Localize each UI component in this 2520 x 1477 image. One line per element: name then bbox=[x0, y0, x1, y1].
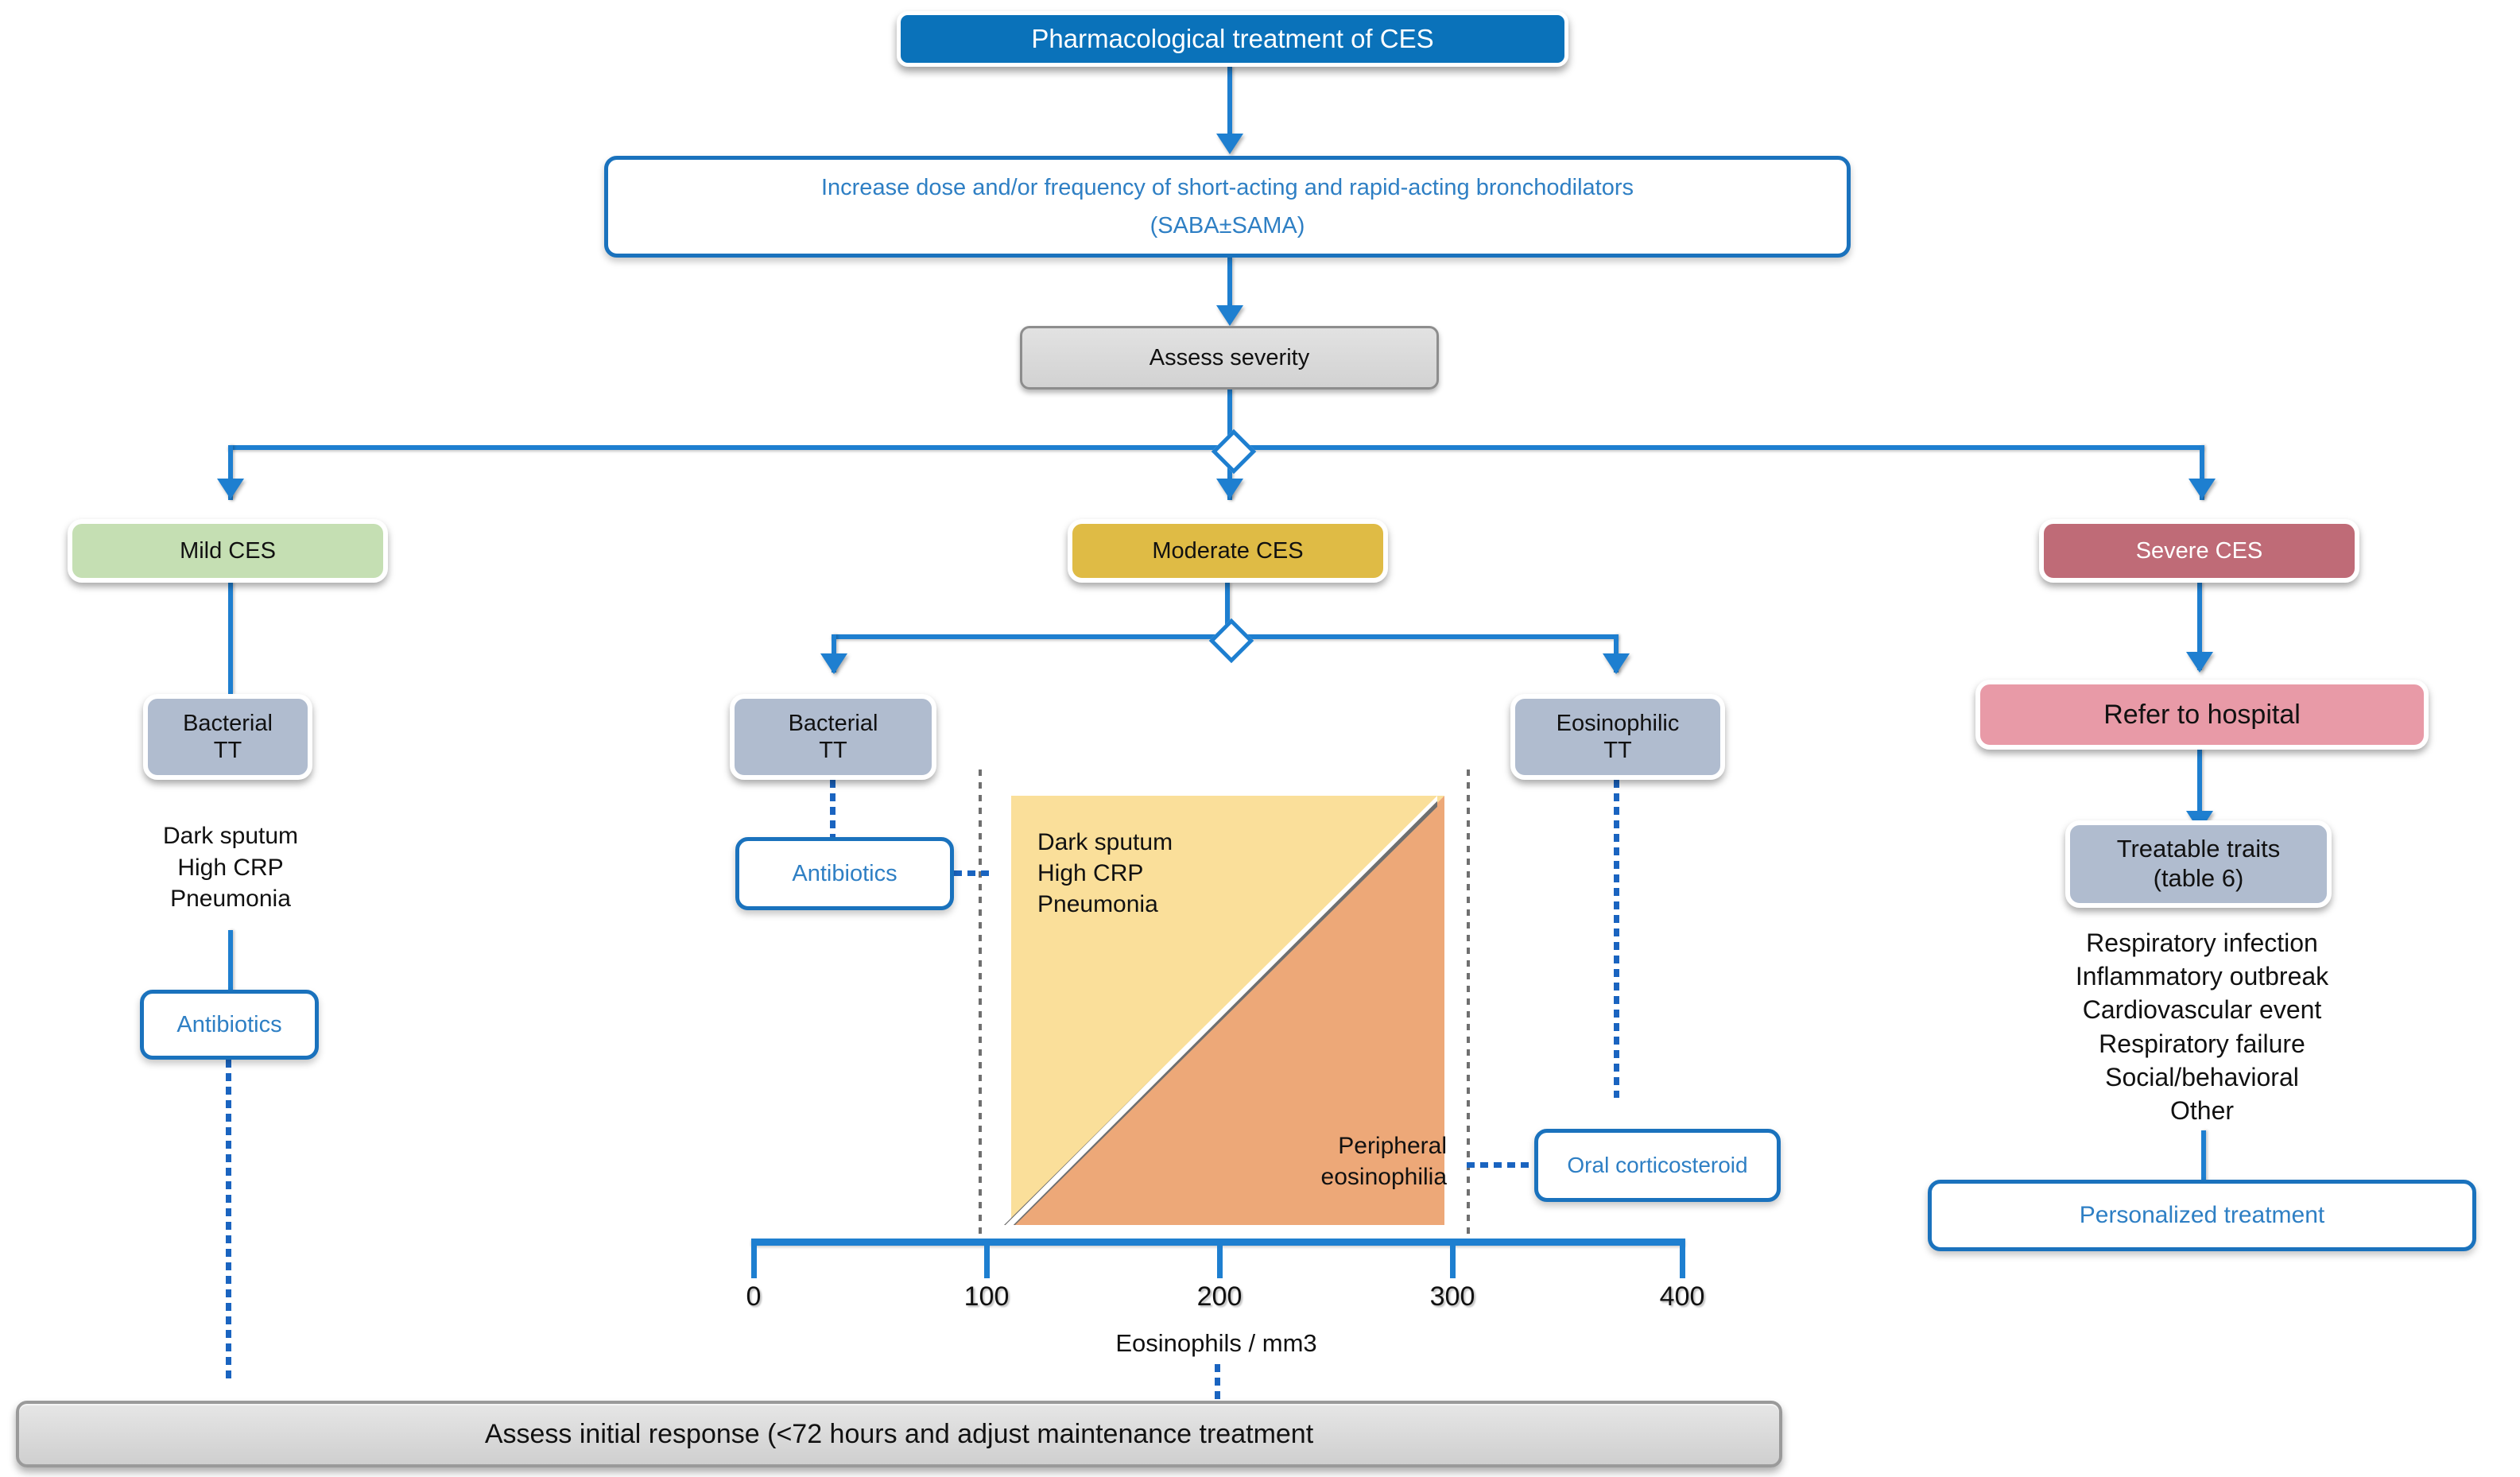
axis-tick-label-400: 400 bbox=[1659, 1281, 1705, 1312]
connector-mild-signs-to-antibiotics bbox=[228, 930, 233, 994]
treatable-traits-list: Respiratory infection Inflammatory outbr… bbox=[1979, 926, 2425, 1127]
chart-guide-300 bbox=[1467, 770, 1470, 1242]
trait-item-0: Respiratory infection bbox=[2086, 928, 2318, 957]
moderate-decision-diamond bbox=[1208, 618, 1254, 664]
chart-guide-100 bbox=[979, 770, 982, 1242]
eosinophil-phenotype-square bbox=[1011, 796, 1444, 1225]
arrow-moderate-to-bacterial bbox=[820, 653, 847, 674]
mild-bacterial-tt-box[interactable]: Bacterial TT bbox=[143, 694, 312, 780]
bacterial-region-line-0: Dark sputum bbox=[1037, 829, 1173, 855]
connector-chart-to-corticosteroid bbox=[1467, 1162, 1537, 1168]
mild-ces-box[interactable]: Mild CES bbox=[68, 519, 388, 583]
mild-antibiotics-box[interactable]: Antibiotics bbox=[140, 990, 319, 1060]
arrow-bronchodilator-to-severity bbox=[1216, 305, 1243, 326]
mild-tt-line-2: TT bbox=[213, 738, 242, 763]
moderate-bacterial-tt-box[interactable]: Bacterial TT bbox=[730, 694, 936, 780]
moderate-ces-box[interactable]: Moderate CES bbox=[1068, 519, 1388, 583]
axis-tick-label-0: 0 bbox=[746, 1281, 762, 1312]
eosinophilic-region-line-1: eosinophilia bbox=[1320, 1164, 1447, 1190]
moderate-bacterial-tt-line-1: Bacterial bbox=[788, 710, 878, 736]
trait-item-2: Cardiovascular event bbox=[2082, 995, 2322, 1025]
eosinophilic-region-line-0: Peripheral bbox=[1338, 1133, 1447, 1159]
axis-tick-400 bbox=[1680, 1239, 1685, 1278]
axis-tick-label-300: 300 bbox=[1429, 1281, 1475, 1312]
connector-refer-to-traits bbox=[2197, 750, 2202, 829]
axis-tick-100 bbox=[984, 1239, 990, 1278]
bacterial-region-label: Dark sputum High CRP Pneumonia bbox=[1037, 827, 1173, 920]
axis-tick-label-100: 100 bbox=[963, 1281, 1010, 1312]
refer-to-hospital-box[interactable]: Refer to hospital bbox=[1975, 680, 2429, 750]
axis-tick-0 bbox=[751, 1239, 757, 1278]
treatable-traits-box[interactable]: Treatable traits (table 6) bbox=[2065, 820, 2332, 908]
moderate-bacterial-tt-line-2: TT bbox=[819, 738, 847, 763]
connector-severe-to-refer bbox=[2197, 583, 2202, 670]
assess-severity-box[interactable]: Assess severity bbox=[1020, 326, 1439, 390]
connector-moderate-down bbox=[1225, 583, 1230, 637]
axis-tick-200 bbox=[1217, 1239, 1223, 1278]
connector-chart-to-bottom bbox=[1215, 1364, 1220, 1410]
arrow-severity-to-mild bbox=[217, 479, 244, 499]
connector-severity-to-mild bbox=[228, 445, 233, 500]
arrow-severe-to-refer bbox=[2186, 652, 2213, 673]
treatable-traits-line-1: Treatable traits bbox=[2116, 835, 2281, 863]
moderate-eosinophilic-tt-line-1: Eosinophilic bbox=[1556, 710, 1680, 736]
bacterial-region-line-1: High CRP bbox=[1037, 860, 1144, 886]
eosinophilic-region-label: Peripheral eosinophilia bbox=[1284, 1130, 1447, 1192]
mild-sign-2: Pneumonia bbox=[170, 886, 291, 913]
assess-initial-response-bar[interactable]: Assess initial response (<72 hours and a… bbox=[16, 1401, 1782, 1467]
header-pharmacological-treatment[interactable]: Pharmacological treatment of CES bbox=[897, 11, 1568, 67]
connector-severity-to-severe bbox=[2200, 445, 2204, 500]
treatable-traits-line-2: (table 6) bbox=[2153, 864, 2244, 892]
severity-decision-diamond bbox=[1211, 428, 1257, 475]
connector-bacterial-tt-to-antibiotics bbox=[830, 780, 835, 837]
bacterial-region-line-2: Pneumonia bbox=[1037, 891, 1158, 917]
axis-tick-label-200: 200 bbox=[1196, 1281, 1243, 1312]
mild-sign-1: High CRP bbox=[177, 854, 284, 881]
trait-item-1: Inflammatory outbreak bbox=[2075, 962, 2329, 991]
arrow-moderate-to-eosinophilic bbox=[1603, 653, 1630, 674]
connector-antibiotics-to-chart bbox=[954, 870, 994, 876]
trait-item-4: Social/behavioral bbox=[2105, 1062, 2299, 1091]
arrow-header-to-bronchodilator bbox=[1216, 134, 1243, 154]
moderate-eosinophilic-tt-box[interactable]: Eosinophilic TT bbox=[1510, 694, 1725, 780]
connector-eosinophilic-tt-to-corticosteroid bbox=[1614, 780, 1619, 1098]
bronchodilator-line-2: (SABA±SAMA) bbox=[1150, 213, 1305, 238]
mild-signs-list: Dark sputum High CRP Pneumonia bbox=[87, 820, 374, 915]
eosinophil-axis-title: Eosinophils / mm3 bbox=[1115, 1329, 1317, 1357]
connector-severity-down bbox=[1227, 390, 1232, 447]
bronchodilator-line-1: Increase dose and/or frequency of short-… bbox=[820, 174, 1634, 200]
arrow-severity-to-severe bbox=[2189, 479, 2216, 499]
moderate-antibiotics-box[interactable]: Antibiotics bbox=[735, 837, 954, 910]
personalized-treatment-box[interactable]: Personalized treatment bbox=[1928, 1180, 2476, 1251]
connector-mild-antibiotics-to-bottom bbox=[226, 1060, 231, 1382]
trait-item-3: Respiratory failure bbox=[2099, 1029, 2305, 1058]
trait-item-5: Other bbox=[2169, 1096, 2235, 1126]
connector-mild-to-tt bbox=[228, 583, 233, 694]
severe-ces-box[interactable]: Severe CES bbox=[2039, 519, 2359, 583]
mild-sign-0: Dark sputum bbox=[162, 823, 299, 849]
axis-tick-300 bbox=[1450, 1239, 1456, 1278]
mild-tt-line-1: Bacterial bbox=[183, 710, 273, 736]
arrow-severity-to-moderate bbox=[1216, 479, 1243, 499]
connector-bronchodilator-to-severity bbox=[1227, 258, 1232, 312]
connector-traits-to-personalized bbox=[2201, 1130, 2206, 1182]
connector-header-to-bronchodilator bbox=[1227, 67, 1232, 140]
bronchodilator-box[interactable]: Increase dose and/or frequency of short-… bbox=[604, 156, 1851, 258]
moderate-corticosteroid-box[interactable]: Oral corticosteroid bbox=[1534, 1129, 1781, 1202]
moderate-eosinophilic-tt-line-2: TT bbox=[1603, 738, 1632, 763]
